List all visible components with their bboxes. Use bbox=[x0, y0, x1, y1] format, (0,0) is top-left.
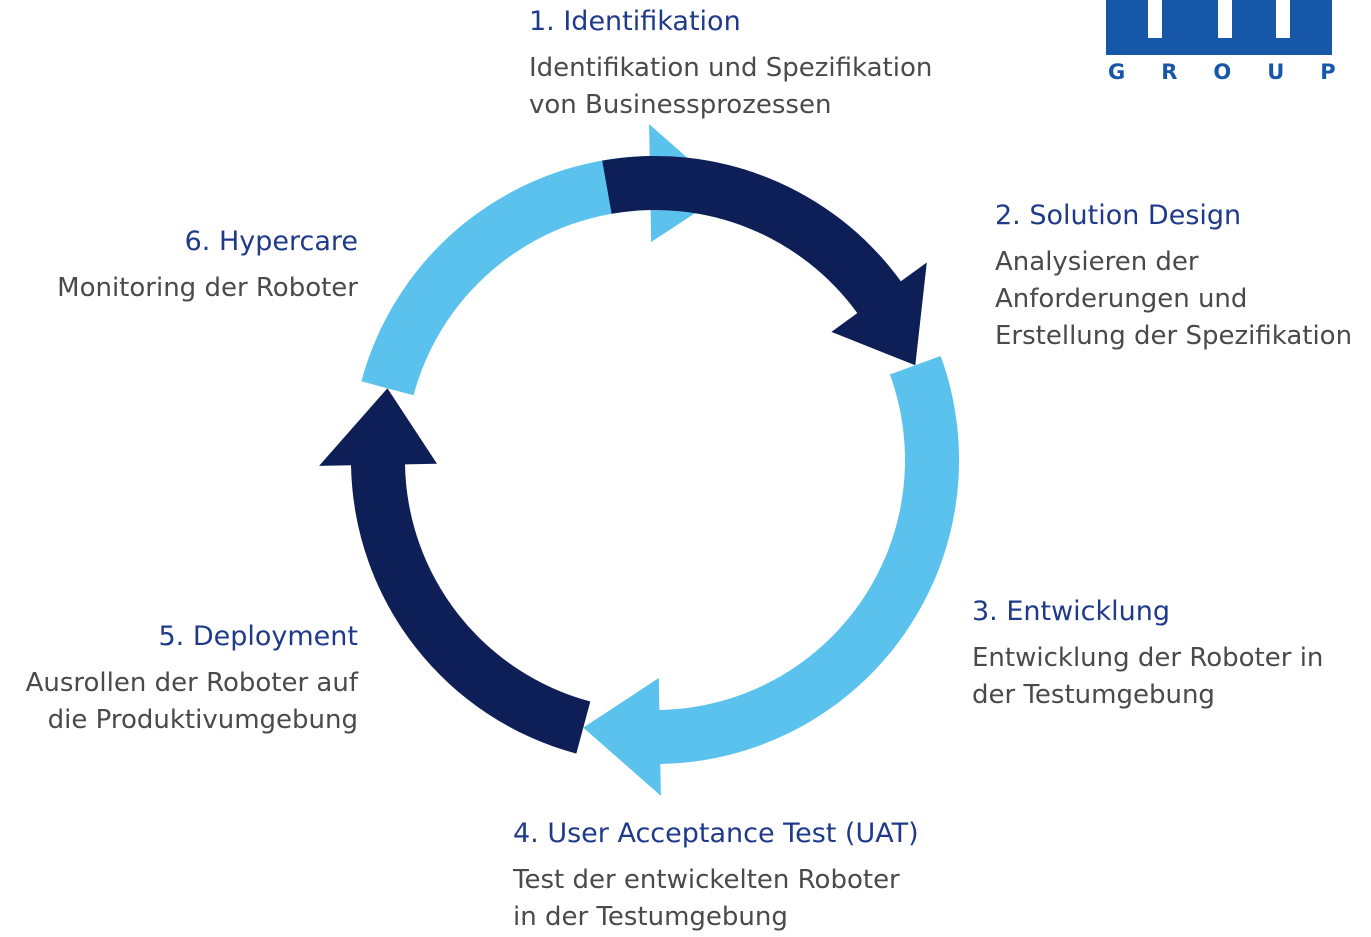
cycle-arrow-2-4 bbox=[583, 356, 960, 796]
logo-notch-2 bbox=[1218, 0, 1232, 38]
step-6-hypercare: 6. Hypercare Monitoring der Roboter bbox=[0, 224, 358, 307]
cycle-arrow-4-5 bbox=[319, 388, 591, 754]
step-3-description: Entwicklung der Roboter in der Testumgeb… bbox=[972, 643, 1324, 710]
logo-notch-1 bbox=[1148, 0, 1162, 38]
step-4-description: Test der entwickelten Roboter in der Tes… bbox=[513, 865, 900, 932]
step-1-title: 1. Identifikation bbox=[529, 6, 741, 37]
step-1-identifikation: 1. Identifikation Identifikation und Spe… bbox=[529, 4, 932, 124]
step-6-title: 6. Hypercare bbox=[184, 226, 358, 257]
logo-group-text: GROUP bbox=[1108, 60, 1371, 84]
step-6-description: Monitoring der Roboter bbox=[57, 273, 358, 303]
step-4-user-acceptance-test: 4. User Acceptance Test (UAT) Test der e… bbox=[513, 816, 919, 936]
step-5-deployment: 5. Deployment Ausrollen der Roboter auf … bbox=[0, 619, 358, 739]
iba-group-logo: GROUP bbox=[1106, 0, 1336, 85]
step-2-title: 2. Solution Design bbox=[995, 200, 1242, 231]
step-3-entwicklung: 3. Entwicklung Entwicklung der Roboter i… bbox=[972, 594, 1323, 714]
cycle-arrow-1-2 bbox=[602, 155, 927, 366]
step-4-title: 4. User Acceptance Test (UAT) bbox=[513, 818, 919, 849]
step-5-description: Ausrollen der Roboter auf die Produktivu… bbox=[25, 668, 358, 735]
step-1-description: Identifikation und Spezifikation von Bus… bbox=[529, 53, 933, 120]
step-3-title: 3. Entwicklung bbox=[972, 596, 1171, 627]
step-2-solution-design: 2. Solution Design Analysieren der Anfor… bbox=[995, 198, 1352, 355]
step-2-description: Analysieren der Anforderungen und Erstel… bbox=[995, 247, 1353, 351]
step-5-title: 5. Deployment bbox=[158, 621, 359, 652]
cycle-arcs bbox=[319, 124, 960, 796]
logo-notch-3 bbox=[1276, 0, 1290, 38]
